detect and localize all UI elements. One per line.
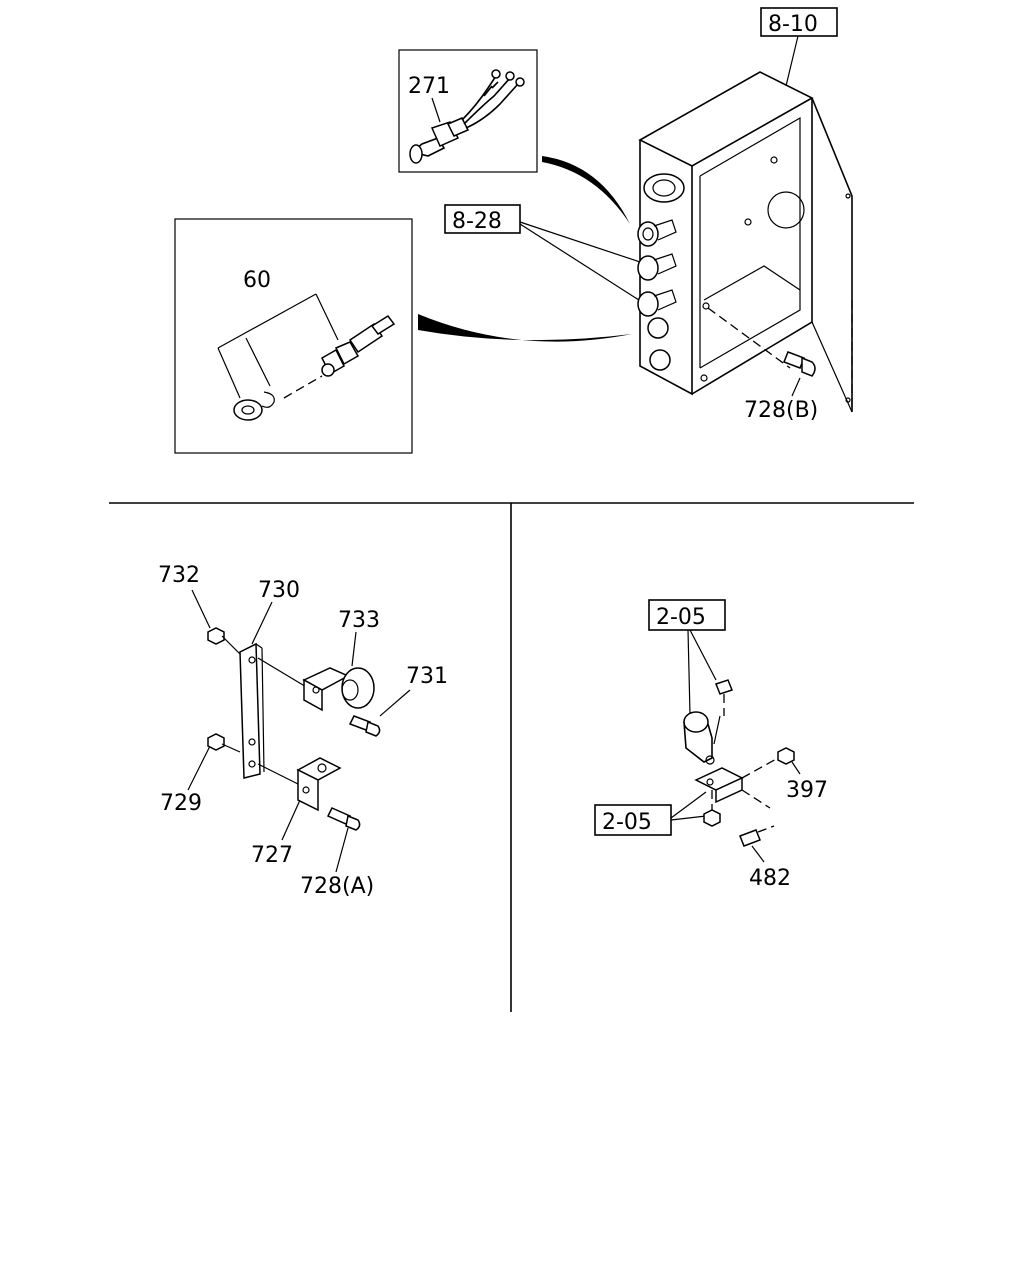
pointer-60 [418,314,632,342]
part-397-label[interactable]: 397 [786,778,828,803]
clamp-bracket-icon [187,589,411,873]
part-730-label[interactable]: 730 [258,578,300,603]
pointer-271 [542,156,630,224]
part-60-label[interactable]: 60 [243,268,271,293]
leader-8-10 [785,35,799,87]
part-727-label[interactable]: 727 [251,843,293,868]
ref-box-2-05-top[interactable]: 2-05 [648,599,726,631]
part-728b-label[interactable]: 728(B) [744,398,818,423]
part-271-label[interactable]: 271 [408,74,450,99]
part-732-label[interactable]: 732 [158,563,200,588]
ref-8-28-label: 8-28 [452,209,502,234]
ref-box-8-10[interactable]: 8-10 [760,7,838,37]
ref-2-05-top-label: 2-05 [656,605,706,630]
part-731-label[interactable]: 731 [406,664,448,689]
junction-box-icon [637,71,853,413]
ref-box-8-28[interactable]: 8-28 [444,204,521,234]
bolt-728b-icon [707,307,816,377]
part-482-label[interactable]: 482 [749,866,791,891]
part-728a-label[interactable]: 728(A) [300,874,374,899]
ref-8-10-label: 8-10 [768,12,818,37]
ref-box-2-05-bottom[interactable]: 2-05 [594,804,672,836]
inset-271: 271 [398,49,538,173]
pipe-bracket-icon [683,679,801,863]
sensor-switch-icon [233,314,396,421]
part-729-label[interactable]: 729 [160,791,202,816]
inset-60: 60 [174,218,413,454]
ref-2-05-bottom-label: 2-05 [602,810,652,835]
part-733-label[interactable]: 733 [338,608,380,633]
switch-harness-icon [409,69,525,164]
